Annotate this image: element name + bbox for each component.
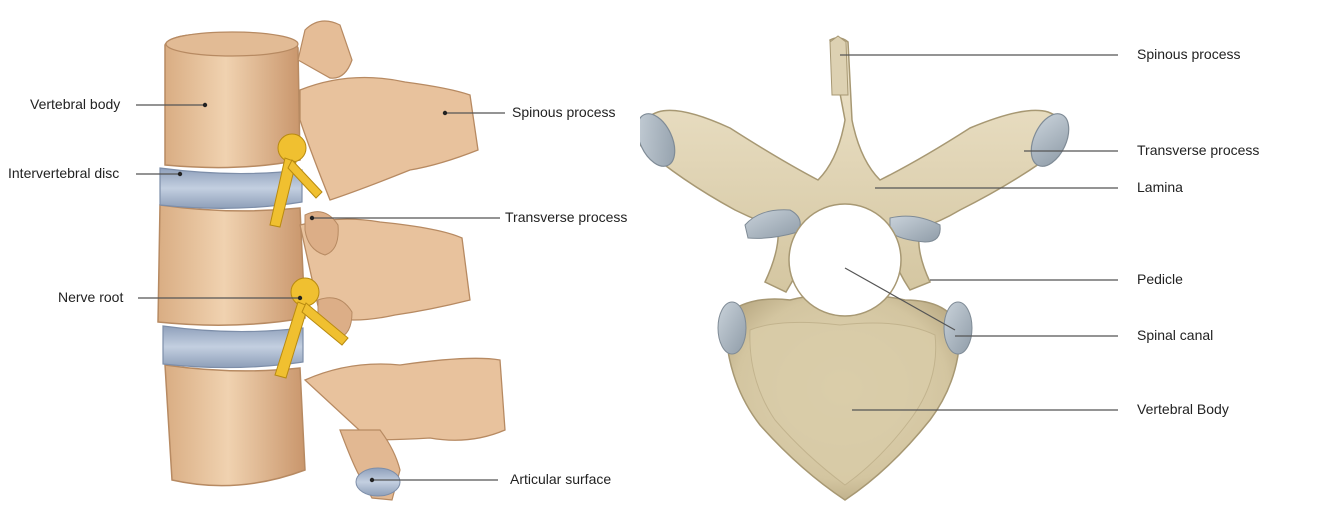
posterior-elements bbox=[298, 21, 505, 500]
lateral-spine-diagram: Vertebral body Intervertebral disc Nerve… bbox=[0, 0, 640, 508]
lateral-spine-svg: Vertebral body Intervertebral disc Nerve… bbox=[0, 0, 640, 508]
label-nerve-root: Nerve root bbox=[58, 289, 123, 305]
superior-vertebra-diagram: Spinous process Transverse process Lamin… bbox=[640, 0, 1317, 508]
label-intervertebral-disc: Intervertebral disc bbox=[8, 165, 119, 181]
label-spinous-process: Spinous process bbox=[512, 104, 616, 120]
label-vertebral-body: Vertebral body bbox=[30, 96, 120, 112]
spinal-canal-shape bbox=[789, 204, 901, 316]
vertebral-body-shape bbox=[718, 296, 972, 500]
label-pedicle: Pedicle bbox=[1137, 271, 1183, 287]
label-spinal-canal: Spinal canal bbox=[1137, 327, 1213, 343]
label-spinous-process: Spinous process bbox=[1137, 46, 1241, 62]
vertebral-bodies bbox=[158, 32, 305, 486]
superior-vertebra-svg: Spinous process Transverse process Lamin… bbox=[640, 0, 1317, 508]
label-transverse-process: Transverse process bbox=[505, 209, 627, 225]
label-vertebral-body: Vertebral Body bbox=[1137, 401, 1229, 417]
label-transverse-process: Transverse process bbox=[1137, 142, 1259, 158]
label-articular-surface: Articular surface bbox=[510, 471, 611, 487]
label-lamina: Lamina bbox=[1137, 179, 1183, 195]
